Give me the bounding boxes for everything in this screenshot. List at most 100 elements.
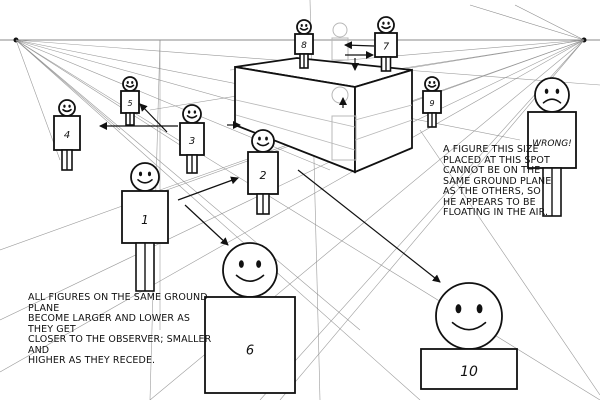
smile-mouth — [299, 27, 309, 31]
figure-body — [53, 115, 81, 151]
figure-head — [251, 129, 275, 153]
smile-mouth — [137, 179, 153, 184]
figure-body — [420, 348, 518, 390]
figure-eye — [300, 24, 303, 27]
guide-line — [15, 39, 421, 400]
figure-eye — [63, 104, 66, 108]
figure-eye — [544, 88, 549, 94]
figure-eye — [138, 171, 143, 177]
figure-head — [222, 242, 278, 298]
figure-head — [122, 76, 138, 92]
figure-head — [182, 104, 202, 124]
caption-line: All figures on the same ground plane — [28, 292, 208, 314]
figure-eye — [131, 81, 134, 84]
figure-head — [130, 162, 160, 192]
smile-mouth — [235, 274, 265, 283]
guide-line — [469, 4, 585, 41]
guide-line — [15, 39, 181, 146]
figure-body — [179, 122, 205, 156]
caption-line: higher as they recede. — [28, 355, 156, 366]
figure-label: WRONG! — [532, 139, 572, 149]
ghost-figure-body — [331, 115, 357, 161]
box-construction-line — [354, 104, 413, 121]
guide-line — [15, 39, 121, 131]
figure-eye — [382, 21, 385, 25]
floating-figure-caption: A figure this size placed at this spot c… — [443, 144, 565, 219]
figure-eye — [256, 260, 262, 268]
arrow — [177, 176, 239, 201]
arrow — [139, 103, 168, 133]
figure-label: 3 — [189, 136, 195, 147]
figure-eye — [147, 171, 152, 177]
guide-line — [419, 129, 600, 396]
figure-eye — [265, 136, 268, 141]
smile-mouth — [451, 321, 487, 331]
figure-head — [296, 19, 312, 35]
guide-line — [15, 39, 361, 331]
direction-arrows — [99, 41, 441, 283]
guide-line — [259, 39, 585, 400]
figure-eye — [428, 81, 431, 84]
smile-mouth — [427, 84, 437, 88]
smile-mouth — [125, 84, 135, 88]
guide-line — [15, 39, 61, 161]
figure-head — [435, 282, 503, 350]
figure-head — [424, 76, 440, 92]
figures-group: 1 2 3 4 5 6 7 8 9 10 WRONG! — [53, 16, 577, 394]
figure-label: 10 — [460, 364, 478, 380]
smile-mouth — [186, 115, 198, 119]
arrow — [297, 169, 441, 283]
figure-eye — [555, 88, 560, 94]
arrow — [344, 41, 375, 50]
caption-line: floating in the air. — [443, 207, 549, 218]
caption-line: placed at this spot — [443, 154, 550, 166]
figure-label: 8 — [301, 41, 307, 51]
arrow — [184, 204, 229, 246]
figure-2: 2 — [247, 129, 279, 215]
caption-line: cannot be on the — [443, 165, 541, 176]
figure-eye — [193, 110, 197, 114]
box-construction-line — [235, 99, 356, 128]
figure-label: 4 — [64, 130, 70, 141]
figure-eye — [126, 81, 129, 84]
figure-eye — [455, 304, 462, 314]
figure-label: 6 — [246, 343, 254, 358]
figure-eye — [238, 260, 244, 268]
figure-label: 1 — [141, 213, 149, 227]
figure-eye — [387, 21, 390, 25]
figure-4: 4 — [53, 99, 81, 171]
guide-line — [279, 39, 585, 400]
figure-8: 8 — [294, 19, 314, 69]
figure-6: 6 — [204, 242, 296, 394]
figure-eye — [433, 81, 436, 84]
caption-line: as the others, so — [443, 186, 541, 197]
figure-eye — [305, 24, 308, 27]
figure-body — [204, 296, 296, 394]
guide-line — [0, 39, 585, 321]
figure-7: 7 — [374, 16, 398, 72]
figure-head — [377, 16, 395, 34]
ghost-figure-head — [332, 22, 348, 38]
figure-10: 10 — [420, 282, 518, 390]
caption-line: become larger and lower as they get — [28, 313, 190, 335]
caption-line: A figure this size — [443, 144, 539, 155]
caption-line: closer to the observer; smaller and — [28, 334, 212, 356]
caption-line: he appears to be — [443, 196, 536, 208]
perspective-box — [234, 22, 413, 174]
figure-3: 3 — [179, 104, 205, 174]
ground-plane-caption: All figures on the same ground plane bec… — [28, 292, 218, 367]
figure-label: 2 — [260, 169, 267, 182]
figure-9: 9 — [422, 76, 442, 128]
caption-line: same ground plane — [443, 175, 552, 187]
figure-5: 5 — [120, 76, 140, 126]
ghost-figure-body — [331, 37, 349, 61]
figure-eye — [187, 110, 191, 114]
smile-mouth — [256, 142, 270, 147]
figure-wrong: WRONG! — [527, 77, 577, 217]
frown-mouth — [542, 98, 562, 104]
smile-mouth — [62, 108, 72, 113]
figure-body — [527, 111, 577, 169]
figure-head — [58, 99, 76, 117]
